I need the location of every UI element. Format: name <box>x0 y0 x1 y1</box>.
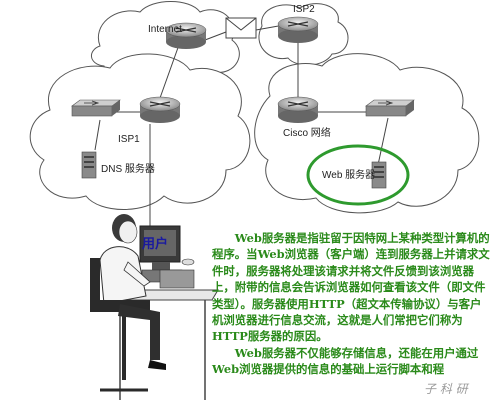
web-server-highlight <box>306 144 410 206</box>
isp2-router-icon <box>277 16 319 43</box>
user-label: 用户 <box>141 236 168 252</box>
internet-router-icon <box>165 22 207 49</box>
cisco-router-icon <box>277 96 319 123</box>
cisco-switch-icon <box>365 99 415 117</box>
cisco-cloud <box>254 53 480 214</box>
cisco-network-label: Cisco 网络 <box>283 126 331 139</box>
web-server-icon <box>371 161 387 189</box>
isp1-cloud <box>29 53 251 210</box>
isp1-label: ISP1 <box>118 134 140 145</box>
envelope-icon <box>225 17 257 39</box>
dns-server-label: DNS 服务器 <box>101 162 155 175</box>
isp2-label: ISP2 <box>293 4 315 15</box>
dns-server-icon <box>81 151 97 179</box>
web-server-label: Web 服务器 <box>322 168 375 181</box>
description-paragraph-2: Web服务器不仅能够存储信息，还能在用户通过Web浏览器提供的信息的基础上运行脚… <box>212 345 479 377</box>
internet-label: Internet <box>148 24 182 35</box>
isp1-switch-icon <box>71 99 121 117</box>
user-illustration <box>90 214 219 400</box>
web-server-description: Web服务器是指驻留于因特网上某种类型计算机的程序。当Web浏览器（客户端）连到… <box>212 230 490 378</box>
description-paragraph-1: Web服务器是指驻留于因特网上某种类型计算机的程序。当Web浏览器（客户端）连到… <box>212 231 490 344</box>
watermark: 子 科 研 <box>424 382 468 396</box>
isp1-router-icon <box>139 96 181 123</box>
